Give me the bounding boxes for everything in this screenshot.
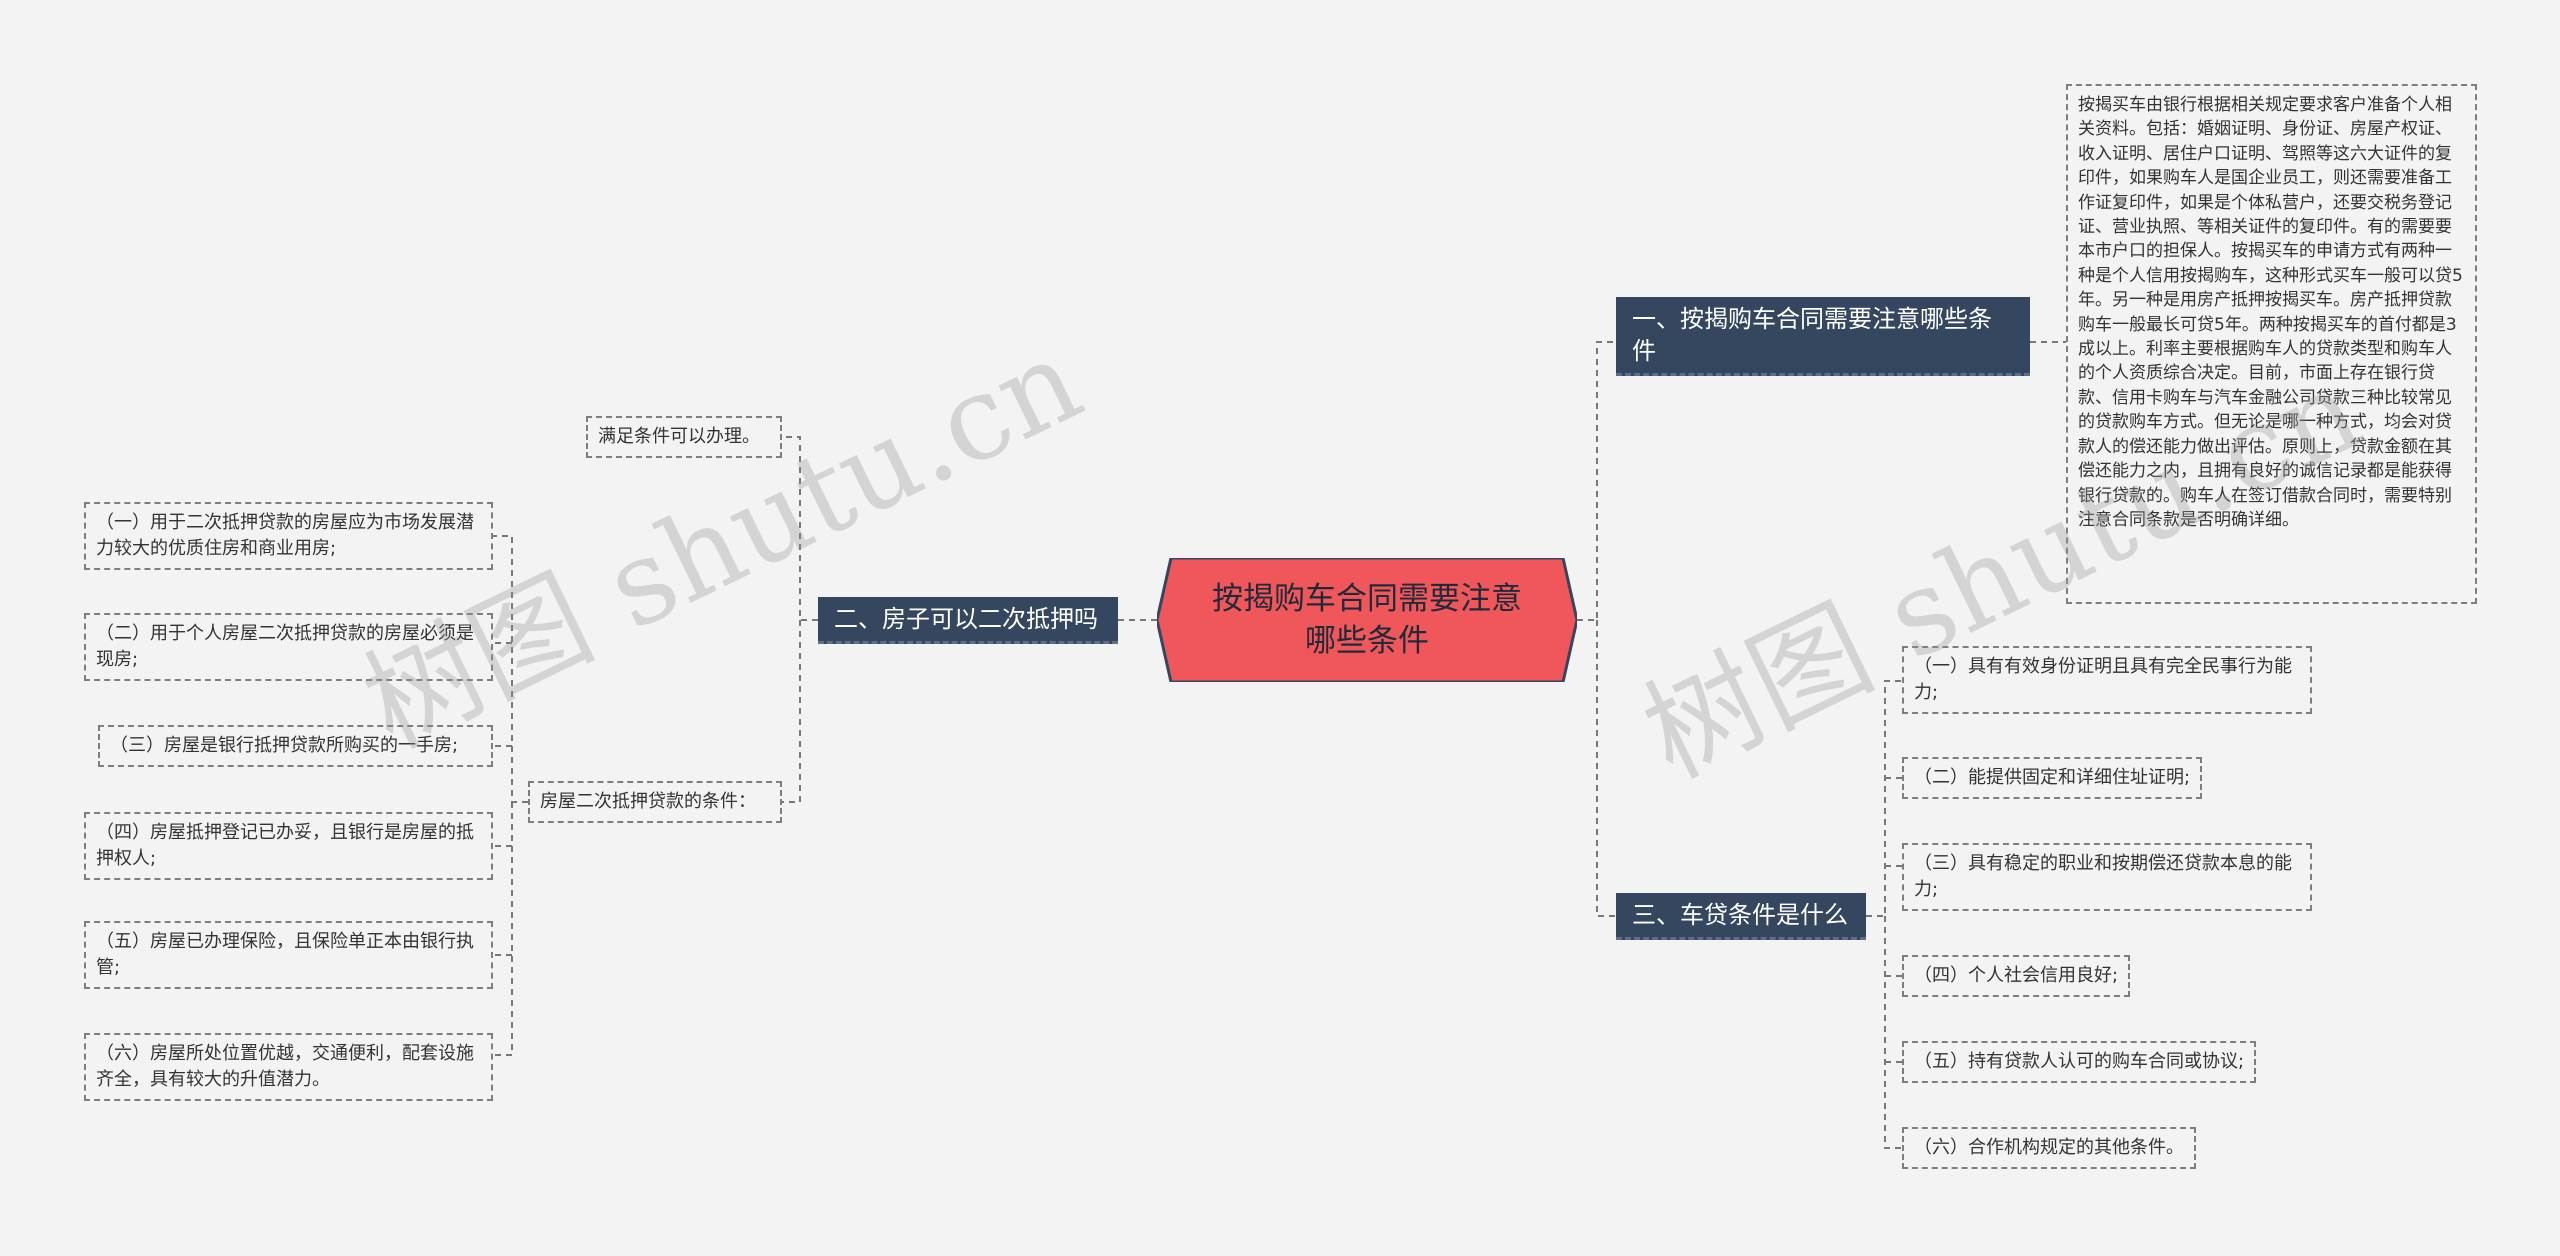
branch-second-mortgage[interactable]: 二、房子可以二次抵押吗 — [818, 597, 1118, 644]
mortgage-condition-4[interactable]: （四）房屋抵押登记已办妥，且银行是房屋的抵押权人; — [84, 812, 493, 880]
car-condition-1[interactable]: （一）具有有效身份证明且具有完全民事行为能力; — [1902, 646, 2312, 714]
mortgage-condition-3[interactable]: （三）房屋是银行抵押贷款所购买的一手房; — [98, 725, 493, 767]
car-condition-4[interactable]: （四）个人社会信用良好; — [1902, 955, 2131, 997]
item-text: （五）房屋已办理保险，且保险单正本由银行执管; — [96, 931, 474, 978]
detail-text: 按揭买车由银行根据相关规定要求客户准备个人相关资料。包括：婚姻证明、身份证、房屋… — [2078, 95, 2463, 530]
item-text: （二）能提供固定和详细住址证明; — [1914, 767, 2191, 788]
item-text: （六）房屋所处位置优越，交通便利，配套设施齐全，具有较大的升值潜力。 — [96, 1043, 474, 1090]
root-title: 按揭购车合同需要注意哪些条件 — [1212, 581, 1522, 659]
item-text: （四）个人社会信用良好; — [1914, 965, 2119, 986]
item-text: （一）具有有效身份证明且具有完全民事行为能力; — [1914, 656, 2292, 703]
sub-mortgage-conditions[interactable]: 房屋二次抵押贷款的条件： — [528, 781, 782, 823]
item-text: （三）房屋是银行抵押贷款所购买的一手房; — [110, 735, 459, 756]
item-text: 满足条件可以办理。 — [598, 426, 760, 447]
mortgage-condition-1[interactable]: （一）用于二次抵押贷款的房屋应为市场发展潜力较大的优质住房和商业用房; — [84, 502, 493, 570]
branch-label: 二、房子可以二次抵押吗 — [834, 605, 1098, 633]
branch-car-loan-conditions[interactable]: 三、车贷条件是什么 — [1616, 893, 1866, 940]
detail-note[interactable]: 按揭买车由银行根据相关规定要求客户准备个人相关资料。包括：婚姻证明、身份证、房屋… — [2066, 84, 2477, 604]
mortgage-condition-2[interactable]: （二）用于个人房屋二次抵押贷款的房屋必须是现房; — [84, 613, 493, 681]
item-text: （六）合作机构规定的其他条件。 — [1914, 1137, 2184, 1158]
branch-label: 一、按揭购车合同需要注意哪些条件 — [1632, 305, 1992, 365]
item-text: （一）用于二次抵押贷款的房屋应为市场发展潜力较大的优质住房和商业用房; — [96, 512, 474, 559]
car-condition-2[interactable]: （二）能提供固定和详细住址证明; — [1902, 757, 2203, 799]
mortgage-condition-6[interactable]: （六）房屋所处位置优越，交通便利，配套设施齐全，具有较大的升值潜力。 — [84, 1033, 493, 1101]
car-condition-6[interactable]: （六）合作机构规定的其他条件。 — [1902, 1127, 2196, 1169]
car-condition-5[interactable]: （五）持有贷款人认可的购车合同或协议; — [1902, 1041, 2257, 1083]
item-text: （二）用于个人房屋二次抵押贷款的房屋必须是现房; — [96, 623, 474, 670]
item-text: （三）具有稳定的职业和按期偿还贷款本息的能力; — [1914, 853, 2292, 900]
item-text: （五）持有贷款人认可的购车合同或协议; — [1914, 1051, 2245, 1072]
item-text: 房屋二次抵押贷款的条件： — [540, 791, 756, 812]
branch-car-loan-contract[interactable]: 一、按揭购车合同需要注意哪些条件 — [1616, 297, 2030, 376]
sub-can-handle[interactable]: 满足条件可以办理。 — [586, 416, 782, 458]
item-text: （四）房屋抵押登记已办妥，且银行是房屋的抵押权人; — [96, 822, 474, 869]
branch-label: 三、车贷条件是什么 — [1632, 901, 1848, 929]
root-topic[interactable]: 按揭购车合同需要注意哪些条件 — [1157, 558, 1577, 682]
mortgage-condition-5[interactable]: （五）房屋已办理保险，且保险单正本由银行执管; — [84, 921, 493, 989]
car-condition-3[interactable]: （三）具有稳定的职业和按期偿还贷款本息的能力; — [1902, 843, 2312, 911]
